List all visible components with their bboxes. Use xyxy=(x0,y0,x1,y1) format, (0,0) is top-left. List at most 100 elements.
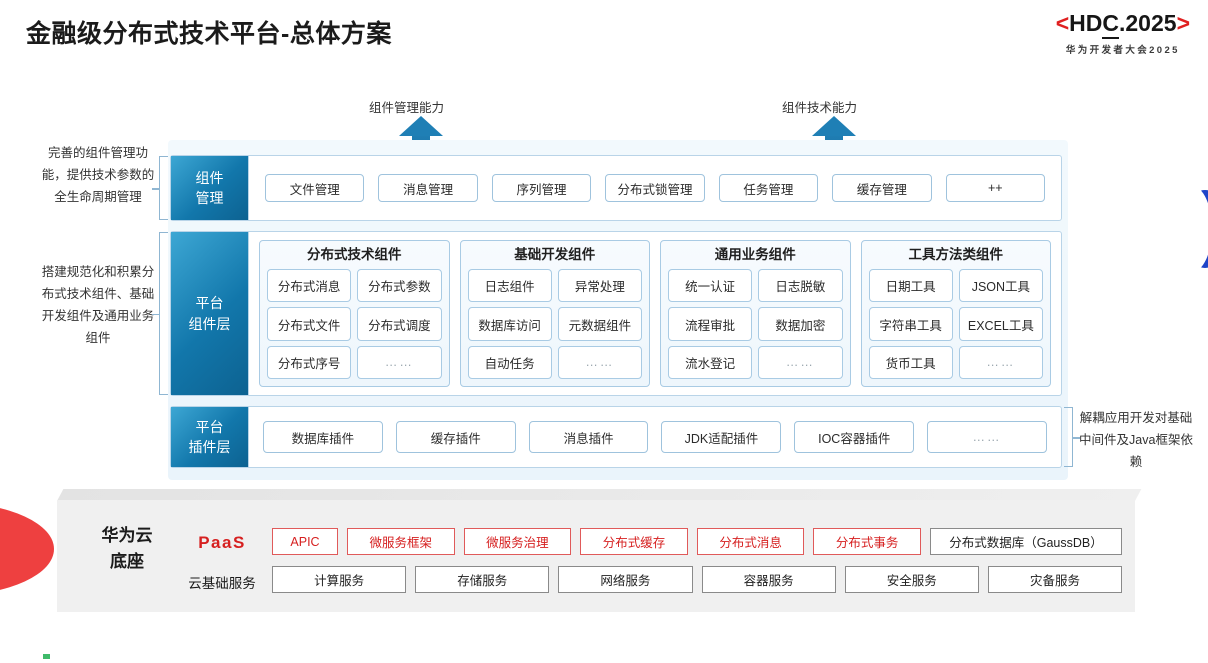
chip-more-placeholder[interactable]: …… xyxy=(927,421,1047,453)
base-chip-storage-service[interactable]: 存储服务 xyxy=(415,566,550,593)
note-left-platform-component: 搭建规范化和积累分布式技术组件、基础开发组件及通用业务组件 xyxy=(41,265,155,345)
chip-more-placeholder[interactable]: …… xyxy=(958,345,1043,379)
chip-file-management[interactable]: 文件管理 xyxy=(265,174,365,202)
layer-body-platform-component: 分布式技术组件 分布式消息 分布式参数 分布式文件 分布式调度 分布式序号 ……… xyxy=(249,232,1061,395)
chip-distributed-sequence[interactable]: 分布式序号 xyxy=(267,345,352,379)
chip-task-management[interactable]: 任务管理 xyxy=(718,174,819,202)
chip-database-plugin[interactable]: 数据库插件 xyxy=(263,421,383,453)
base-chip-apic[interactable]: APIC xyxy=(272,528,338,555)
chip-add-more[interactable]: ++ xyxy=(945,174,1045,202)
hdc-logo: <HDC.2025> 华为开发者大会2025 xyxy=(1056,10,1190,56)
base-chip-distributed-database-gaussdb[interactable]: 分布式数据库（GaussDB） xyxy=(929,528,1122,555)
base-chip-microservice-framework[interactable]: 微服务框架 xyxy=(347,528,455,555)
layer-platform-component: 平台 组件层 分布式技术组件 分布式消息 分布式参数 分布式文件 分布式调度 分… xyxy=(170,231,1062,396)
layer-label-platform-component: 平台 组件层 xyxy=(171,232,249,395)
base-slab xyxy=(34,500,1135,612)
hdc-logo-text-c: C xyxy=(1102,10,1119,39)
chip-distributed-lock-management[interactable]: 分布式锁管理 xyxy=(605,174,705,202)
base-chip-network-service[interactable]: 网络服务 xyxy=(558,566,693,593)
chip-distributed-parameter[interactable]: 分布式参数 xyxy=(357,269,442,303)
base-chip-distributed-message[interactable]: 分布式消息 xyxy=(696,528,805,555)
chip-cache-plugin[interactable]: 缓存插件 xyxy=(395,421,516,453)
arrow-label-component-technology: 组件技术能力 xyxy=(782,101,858,115)
base-chip-security-service[interactable]: 安全服务 xyxy=(844,566,979,593)
chip-transaction-registration[interactable]: 流水登记 xyxy=(668,345,753,379)
group-grid: 分布式消息 分布式参数 分布式文件 分布式调度 分布式序号 …… xyxy=(267,269,442,379)
chip-more-placeholder[interactable]: …… xyxy=(758,345,843,379)
chip-json-utility[interactable]: JSON工具 xyxy=(958,269,1043,303)
layer-platform-plugin: 平台 插件层 数据库插件 缓存插件 消息插件 JDK适配插件 IOC容器插件 …… xyxy=(170,406,1062,468)
chip-log-component[interactable]: 日志组件 xyxy=(467,269,552,303)
base-title-line1: 华为云 xyxy=(101,526,153,545)
chip-metadata-component[interactable]: 元数据组件 xyxy=(557,307,642,341)
chip-message-management[interactable]: 消息管理 xyxy=(378,174,478,202)
base-title: 华为云 底座 xyxy=(72,523,182,576)
chip-auto-task[interactable]: 自动任务 xyxy=(467,345,552,379)
base-chip-microservice-governance[interactable]: 微服务治理 xyxy=(463,528,572,555)
bracket-left-upper xyxy=(152,156,168,220)
chip-data-encryption[interactable]: 数据加密 xyxy=(758,307,843,341)
layer-label-line2: 管理 xyxy=(195,190,224,206)
chip-sequence-management[interactable]: 序列管理 xyxy=(491,174,592,202)
base-row-infrastructure: 计算服务 存储服务 网络服务 容器服务 安全服务 灾备服务 xyxy=(272,566,1123,593)
chip-log-masking[interactable]: 日志脱敏 xyxy=(758,269,843,303)
chip-ioc-container-plugin[interactable]: IOC容器插件 xyxy=(794,421,915,453)
base-chip-compute-service[interactable]: 计算服务 xyxy=(272,566,407,593)
decor-green-dot xyxy=(43,654,50,659)
base-chip-disaster-recovery-service[interactable]: 灾备服务 xyxy=(987,566,1123,593)
layer-label-line2: 组件层 xyxy=(188,315,231,332)
decor-blue-lens-mask xyxy=(1172,186,1208,272)
angle-bracket-right-icon: > xyxy=(1176,10,1190,36)
chip-date-utility[interactable]: 日期工具 xyxy=(868,269,953,303)
chip-database-access[interactable]: 数据库访问 xyxy=(467,307,552,341)
base-title-line2: 底座 xyxy=(110,552,144,572)
base-chip-container-service[interactable]: 容器服务 xyxy=(701,566,836,593)
group-grid: 日志组件 异常处理 数据库访问 元数据组件 自动任务 …… xyxy=(467,269,642,379)
group-distributed-tech-components: 分布式技术组件 分布式消息 分布式参数 分布式文件 分布式调度 分布式序号 …… xyxy=(259,240,450,387)
layer-label-platform-plugin: 平台 插件层 xyxy=(171,407,249,467)
chip-jdk-adapter-plugin[interactable]: JDK适配插件 xyxy=(661,421,782,453)
decor-red-wedge xyxy=(0,503,54,595)
layer-component-management: 组件 管理 文件管理 消息管理 序列管理 分布式锁管理 任务管理 缓存管理 ++ xyxy=(170,155,1062,221)
chip-unified-authentication[interactable]: 统一认证 xyxy=(668,269,753,303)
layer-body-platform-plugin: 数据库插件 缓存插件 消息插件 JDK适配插件 IOC容器插件 …… xyxy=(249,407,1061,467)
note-right-plugin-layer: 解耦应用开发对基础中间件及Java框架依赖 xyxy=(1079,411,1193,469)
base-chip-distributed-cache[interactable]: 分布式缓存 xyxy=(580,528,688,555)
layer-label-line1: 组件 xyxy=(195,169,224,186)
arrow-label-component-management: 组件管理能力 xyxy=(369,101,445,115)
chip-distributed-file[interactable]: 分布式文件 xyxy=(267,307,352,341)
chip-message-plugin[interactable]: 消息插件 xyxy=(528,421,649,453)
bracket-right-plugin xyxy=(1064,407,1080,467)
chip-process-approval[interactable]: 流程审批 xyxy=(668,307,753,341)
chip-distributed-message[interactable]: 分布式消息 xyxy=(267,269,352,303)
hdc-logo-text-a: HD xyxy=(1069,10,1103,36)
base-chip-distributed-transaction[interactable]: 分布式事务 xyxy=(813,528,921,555)
note-left-component-management: 完善的组件管理功能，提供技术参数的全生命周期管理 xyxy=(41,146,155,204)
bracket-left-lower xyxy=(152,232,168,395)
page-title: 金融级分布式技术平台-总体方案 xyxy=(26,20,392,48)
chip-currency-utility[interactable]: 货币工具 xyxy=(868,345,953,379)
hdc-logo-text-year: .2025 xyxy=(1119,10,1177,36)
base-cloud-service-label: 云基础服务 xyxy=(188,576,256,591)
chip-more-placeholder[interactable]: …… xyxy=(557,345,642,379)
base-row-paas: APIC 微服务框架 微服务治理 分布式缓存 分布式消息 分布式事务 分布式数据… xyxy=(272,528,1122,555)
group-basic-dev-components: 基础开发组件 日志组件 异常处理 数据库访问 元数据组件 自动任务 …… xyxy=(459,240,650,387)
group-title: 基础开发组件 xyxy=(514,247,596,262)
layer-body-component-management: 文件管理 消息管理 序列管理 分布式锁管理 任务管理 缓存管理 ++ xyxy=(249,156,1061,220)
chip-more-placeholder[interactable]: …… xyxy=(357,345,442,379)
group-title: 分布式技术组件 xyxy=(307,247,402,262)
chip-excel-utility[interactable]: EXCEL工具 xyxy=(958,307,1043,341)
group-title: 工具方法类组件 xyxy=(908,247,1004,262)
chip-exception-handling[interactable]: 异常处理 xyxy=(557,269,642,303)
layer-label-line1: 平台 xyxy=(195,295,224,312)
group-title: 通用业务组件 xyxy=(714,247,796,262)
chip-cache-management[interactable]: 缓存管理 xyxy=(832,174,932,202)
chip-distributed-scheduling[interactable]: 分布式调度 xyxy=(357,307,442,341)
chip-string-utility[interactable]: 字符串工具 xyxy=(868,307,953,341)
group-general-business-components: 通用业务组件 统一认证 日志脱敏 流程审批 数据加密 流水登记 …… xyxy=(660,240,851,387)
group-grid: 统一认证 日志脱敏 流程审批 数据加密 流水登记 …… xyxy=(668,269,843,379)
base-paas-label: PaaS xyxy=(198,533,246,552)
layer-label-line1: 平台 xyxy=(195,418,224,435)
hdc-logo-subtitle: 华为开发者大会2025 xyxy=(1065,45,1180,56)
